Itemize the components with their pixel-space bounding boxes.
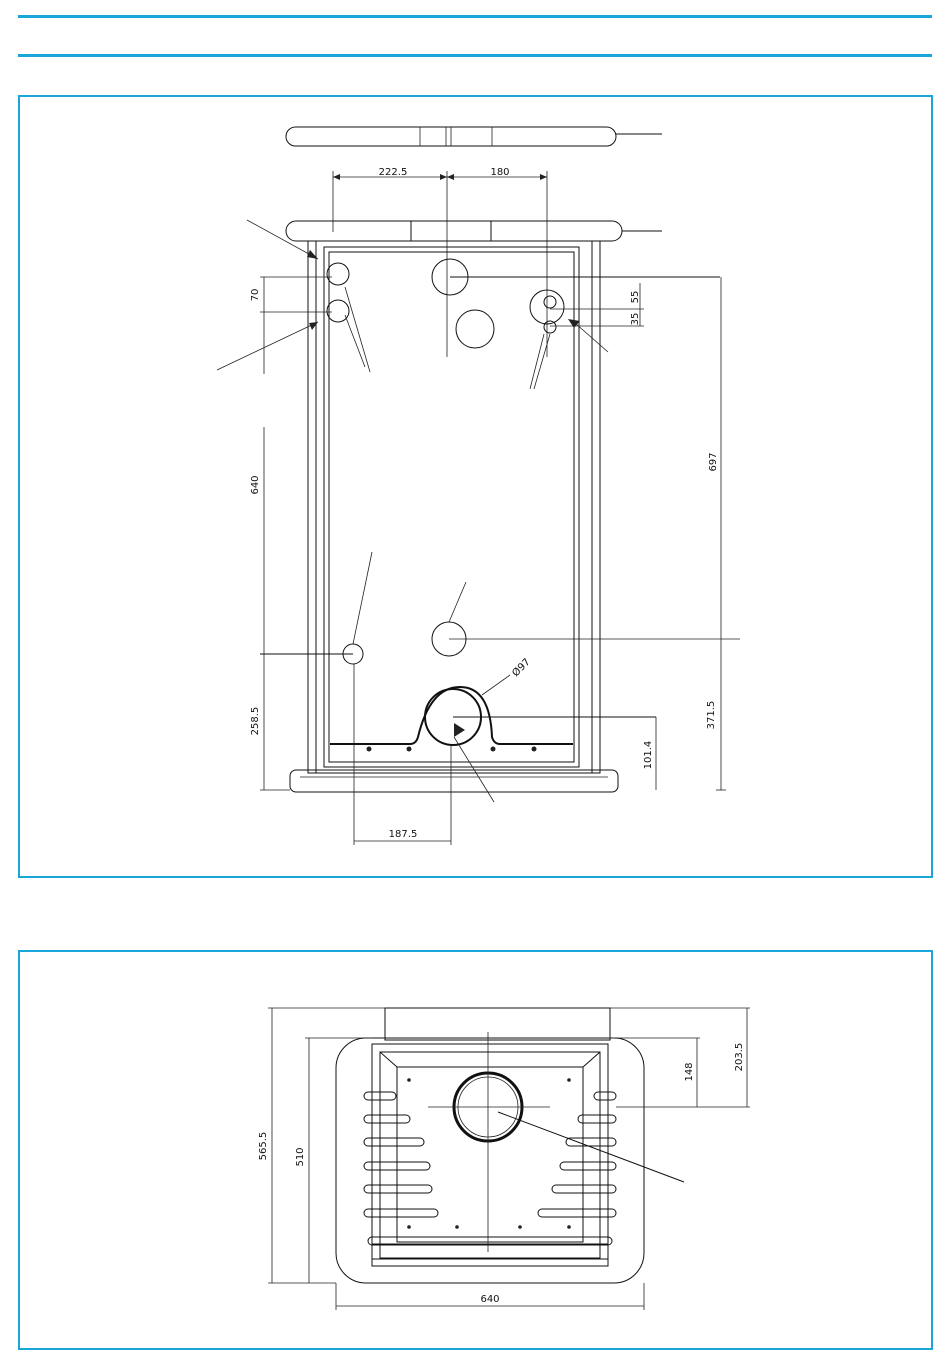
- dim-left-bottom: 258.5: [250, 707, 261, 736]
- left-vent-slots: [364, 1092, 438, 1217]
- header-rule-top: [18, 15, 932, 18]
- inner-panel: [329, 252, 574, 762]
- front-view-drawing: 222.5 180 Ø97: [20, 97, 931, 876]
- top-flange: [385, 1008, 610, 1040]
- front-view-panel: 222.5 180 Ø97: [18, 95, 933, 878]
- dim-top-left: 222.5: [379, 167, 408, 178]
- dim-left-mid: 640: [250, 475, 261, 494]
- top-view-panel: 565.5 510 148 203.5 640: [18, 950, 933, 1350]
- dim-top-right: 180: [490, 167, 509, 178]
- dim-right-small-top: 148: [684, 1062, 695, 1081]
- dim-right-bottom: 101.4: [643, 741, 654, 770]
- flue-collar: [411, 221, 491, 241]
- dim-left-small: 70: [250, 289, 261, 302]
- dim-left-outer: 565.5: [258, 1132, 269, 1161]
- base-outline: [336, 1038, 644, 1283]
- dim-right-small: 371.5: [706, 701, 717, 730]
- dim-left-inner: 510: [295, 1147, 306, 1166]
- dim-right-big-top: 203.5: [734, 1043, 745, 1072]
- dim-bottom-top: 640: [480, 1294, 499, 1305]
- header-rule-bottom: [18, 54, 932, 57]
- right-vent-slots: [538, 1092, 616, 1217]
- dim-right-35: 35: [630, 313, 641, 326]
- dim-bottom: 187.5: [389, 829, 418, 840]
- dim-right-big: 697: [708, 452, 719, 471]
- dim-diameter: Ø97: [510, 656, 533, 679]
- cornice: [286, 221, 622, 241]
- top-view-drawing: 565.5 510 148 203.5 640: [20, 952, 931, 1348]
- dim-right-55: 55: [630, 291, 641, 304]
